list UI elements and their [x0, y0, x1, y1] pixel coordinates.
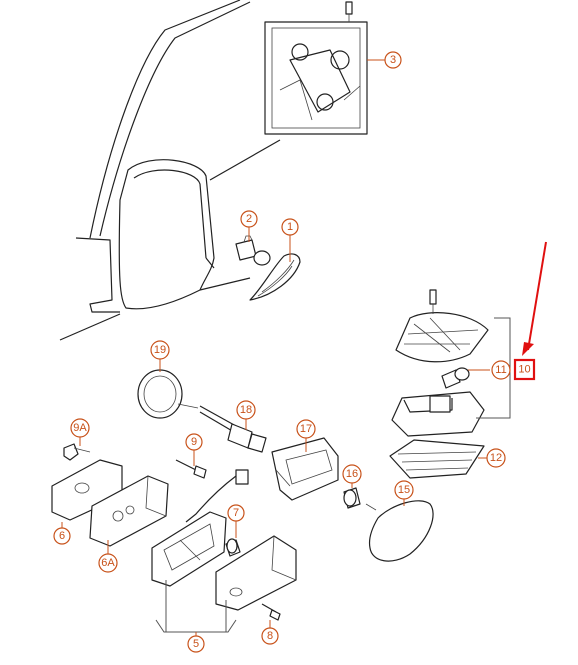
callout-17[interactable]: 17 — [296, 419, 316, 439]
svg-text:18: 18 — [240, 404, 252, 416]
svg-text:16: 16 — [346, 468, 358, 480]
gasket-part — [389, 439, 485, 479]
callout-3[interactable]: 3 — [384, 51, 402, 69]
callout-5[interactable]: 5 — [187, 635, 205, 653]
mirror-mechanism — [264, 1, 368, 135]
svg-text:19: 19 — [154, 344, 166, 356]
callout-2[interactable]: 2 — [240, 210, 258, 228]
svg-text:9A: 9A — [73, 422, 87, 434]
svg-text:7: 7 — [233, 507, 239, 519]
cable — [185, 475, 237, 523]
mirror-housing — [118, 159, 215, 310]
screw-part-lower — [261, 603, 281, 621]
callout-12[interactable]: 12 — [486, 448, 506, 468]
svg-text:12: 12 — [490, 452, 502, 464]
lamp-housing-part — [89, 475, 169, 547]
bulb-part — [441, 367, 470, 389]
svg-text:8: 8 — [267, 630, 273, 642]
svg-text:3: 3 — [390, 54, 396, 66]
frame-part — [151, 511, 227, 587]
callout-15[interactable]: 15 — [394, 480, 414, 500]
svg-text:5: 5 — [193, 638, 199, 650]
connector-part — [199, 405, 267, 453]
callout-1[interactable]: 1 — [281, 218, 299, 236]
small-bulb-part — [343, 487, 361, 509]
callout-8[interactable]: 8 — [261, 627, 279, 645]
leader-lines — [61, 59, 490, 636]
svg-text:9: 9 — [191, 436, 197, 448]
callout-7[interactable]: 7 — [227, 504, 245, 522]
callout-18[interactable]: 18 — [236, 400, 256, 420]
callout-9[interactable]: 9 — [185, 433, 203, 451]
screw-part-upper — [175, 459, 207, 479]
lamp-bulb-part — [225, 538, 241, 557]
callout-9a[interactable]: 9A — [70, 418, 90, 438]
svg-text:15: 15 — [398, 484, 410, 496]
svg-text:6: 6 — [59, 530, 65, 542]
svg-text:2: 2 — [246, 213, 252, 225]
svg-text:6A: 6A — [101, 557, 115, 569]
callout-16[interactable]: 16 — [342, 464, 362, 484]
callout-19[interactable]: 19 — [150, 340, 170, 360]
group-bracket-5 — [155, 619, 237, 633]
lamp-base-part — [391, 391, 485, 437]
mounting-plate-part — [271, 437, 339, 501]
callout-6[interactable]: 6 — [53, 527, 71, 545]
callout-6a[interactable]: 6A — [98, 553, 118, 573]
clip-part — [63, 443, 91, 461]
oval-lamp-part — [365, 500, 434, 562]
svg-text:11: 11 — [495, 364, 506, 376]
svg-text:17: 17 — [300, 423, 312, 435]
svg-text:10: 10 — [518, 364, 530, 376]
lamp-cover-part — [395, 289, 489, 363]
svg-text:1: 1 — [287, 221, 293, 233]
disc-part — [137, 369, 199, 419]
lens-part — [249, 253, 301, 301]
side-lamp-part — [215, 535, 297, 611]
bulb-holder-part — [235, 235, 271, 266]
callout-10[interactable]: 10 — [513, 358, 536, 381]
callout-11[interactable]: 11 — [491, 360, 511, 380]
vehicle-body-outline — [59, 0, 281, 341]
highlight-arrow — [522, 241, 547, 356]
